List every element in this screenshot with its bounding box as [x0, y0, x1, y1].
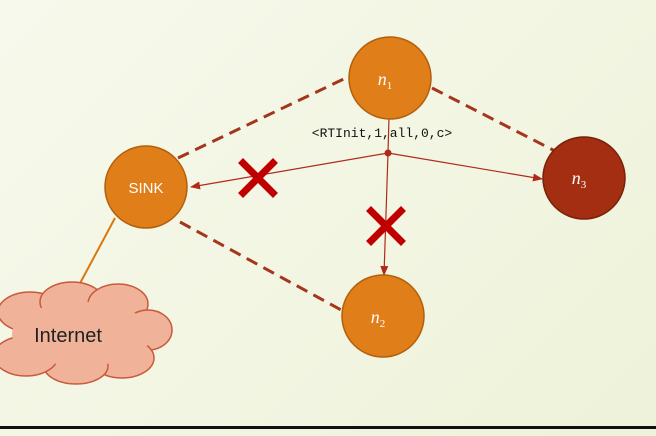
dashed-link-n1-n3 — [431, 86, 558, 154]
node-sink-label: SINK — [128, 180, 163, 197]
bottom-border — [0, 426, 656, 429]
node-sink: SINK — [104, 145, 188, 229]
cross-icon — [238, 158, 278, 198]
message-stem — [387, 116, 390, 154]
arrow-to-n3 — [387, 152, 543, 182]
node-n1-subscript: 1 — [387, 80, 393, 92]
svg-text:n2: n2 — [371, 307, 386, 330]
node-n1: n1 — [348, 36, 432, 120]
arrow-to-sink — [190, 152, 389, 190]
node-n2-label: n — [371, 307, 380, 327]
node-n3-subscript: 3 — [581, 179, 587, 191]
arrow-to-n2 — [380, 152, 389, 276]
node-n1-label: n — [378, 69, 387, 89]
internet-cloud: Internet — [0, 281, 173, 385]
message-label: <RTInit,1,all,0,c> — [312, 126, 453, 141]
branch-point — [384, 149, 392, 157]
svg-text:n3: n3 — [572, 168, 587, 191]
node-n3-label: n — [572, 168, 581, 188]
internet-label: Internet — [34, 325, 102, 347]
node-n2-subscript: 2 — [380, 318, 386, 330]
node-n2: n2 — [341, 274, 425, 358]
dashed-link-sink-n1 — [177, 74, 351, 160]
cross-icon — [366, 206, 406, 246]
node-n3: n3 — [542, 136, 626, 220]
dashed-link-sink-n2 — [179, 220, 344, 313]
svg-text:n1: n1 — [378, 69, 393, 92]
